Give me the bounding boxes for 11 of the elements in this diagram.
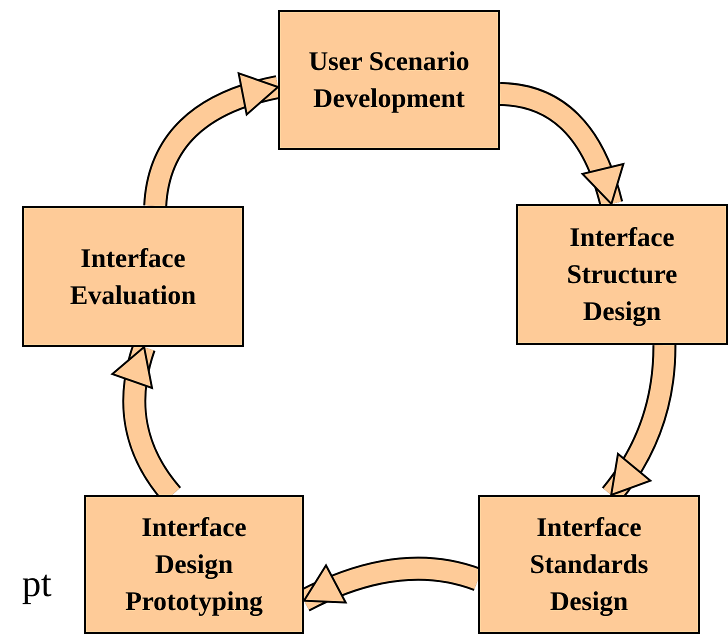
box-label: Interface Standards Design	[528, 511, 650, 618]
process-box	[516, 204, 728, 345]
process-box	[22, 206, 244, 347]
box-label: Interface Structure Design	[566, 221, 678, 328]
process-box	[278, 10, 500, 150]
box-label: Interface Evaluation	[68, 242, 198, 312]
process-box	[478, 495, 700, 634]
process-box	[84, 495, 304, 634]
text-fragment: pt	[22, 562, 52, 606]
box-label: User Scenario Development	[308, 45, 470, 115]
box-label: Interface Design Prototyping	[124, 511, 264, 618]
